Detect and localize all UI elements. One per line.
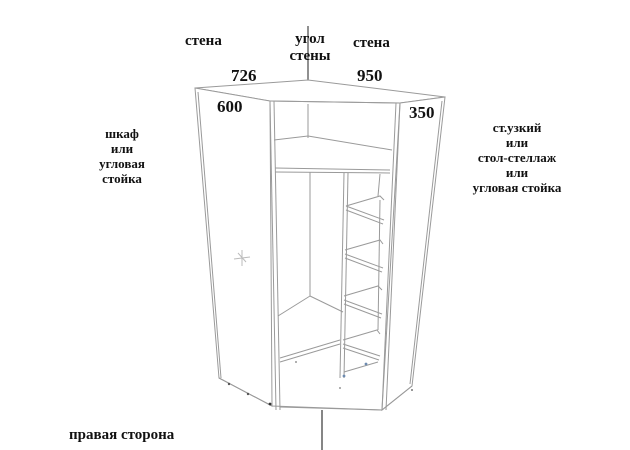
left-door-panel [195, 88, 272, 406]
left-note-line: стойка [102, 171, 142, 186]
right-note-line: ст.узкий [492, 120, 542, 135]
dimension-left-depth: 600 [217, 97, 243, 116]
right-note-line: или [505, 135, 529, 150]
bottom-shelf [280, 340, 340, 358]
label-side: правая сторона [69, 427, 175, 443]
left-note-line: или [110, 141, 134, 156]
label-wall-corner: угол стены [280, 31, 340, 65]
left-note: шкаф или угловая стойка [82, 126, 162, 186]
left-note-line: угловая [99, 156, 145, 171]
upper-shelf [275, 168, 390, 170]
left-note-line: шкаф [105, 126, 139, 141]
dimension-top-left: 726 [231, 66, 257, 85]
label-wall-corner-line2: стены [289, 48, 331, 64]
label-wall-corner-line1: угол [295, 31, 325, 47]
right-note-line: или [505, 165, 529, 180]
dimension-right-depth: 350 [409, 103, 435, 122]
label-wall-left: стена [185, 33, 222, 49]
divider-panel [340, 173, 344, 378]
dimension-top-right: 950 [357, 66, 383, 85]
right-note-line: стол-стеллаж [477, 150, 557, 165]
right-note-line: угловая стойка [472, 180, 562, 195]
label-wall-right: стена [353, 35, 390, 51]
right-shelves [343, 196, 384, 360]
right-note: ст.узкий или стол-стеллаж или угловая ст… [452, 120, 582, 195]
right-side-panel [382, 97, 445, 410]
